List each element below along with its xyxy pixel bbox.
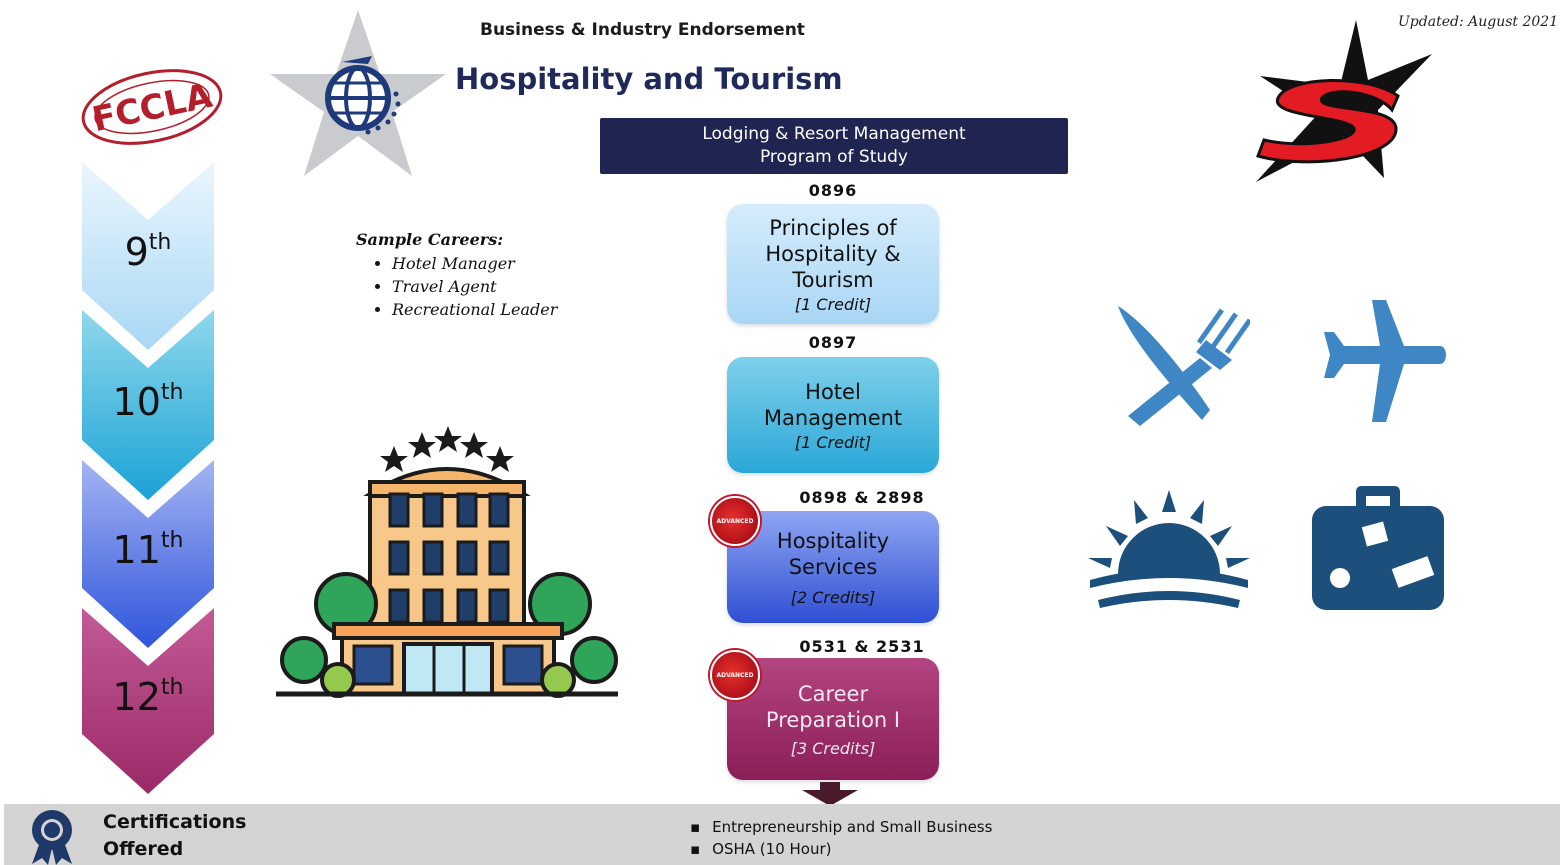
sunrise-icon xyxy=(1088,490,1250,608)
grade-12-label: 12th xyxy=(112,675,184,719)
grade-9-label: 9th xyxy=(124,230,172,274)
ribbon-award-icon xyxy=(32,810,72,865)
certifications-title-line: Certifications xyxy=(103,811,247,833)
course-career-preparation: Career Preparation I [3 Credits] xyxy=(727,658,939,780)
course-code: 0898 & 2898 xyxy=(799,488,925,507)
course-hotel-management: Hotel Management [1 Credit] xyxy=(727,357,939,473)
career-item: Hotel Manager xyxy=(392,252,557,275)
certification-item: OSHA (10 Hour) xyxy=(690,838,992,860)
dining-icon xyxy=(1118,306,1250,426)
course-credit: [1 Credit] xyxy=(794,294,872,314)
updated-date: Updated: August 2021 xyxy=(1398,14,1559,30)
careers-heading: Sample Careers: xyxy=(356,230,504,249)
course-name-line: Hotel xyxy=(805,379,861,404)
advanced-badge: ADVANCED xyxy=(710,650,760,700)
certifications-title: Certifications Offered xyxy=(103,809,246,863)
course-credit: [2 Credits] xyxy=(790,587,876,607)
suitcase-icon xyxy=(1312,486,1444,610)
course-principles-hospitality: Principles of Hospitality & Tourism [1 C… xyxy=(727,204,939,324)
school-s-logo xyxy=(1248,18,1434,184)
program-banner: Lodging & Resort Management Program of S… xyxy=(600,118,1068,174)
course-name-line: Services xyxy=(788,554,878,579)
course-credit: [1 Credit] xyxy=(794,432,872,452)
sample-careers: Sample Careers: Hotel Manager Travel Age… xyxy=(356,230,557,321)
page-title: Hospitality and Tourism xyxy=(455,62,843,96)
program-subtitle: Program of Study xyxy=(759,147,908,167)
course-name-line: Hospitality xyxy=(776,528,890,553)
grade-11-arrow xyxy=(82,460,214,648)
career-item: Travel Agent xyxy=(392,275,557,298)
grade-12-arrow xyxy=(82,608,214,794)
globe-star-logo xyxy=(268,8,448,178)
grade-10-arrow xyxy=(82,310,214,500)
course-hospitality-services: Hospitality Services [2 Credits] xyxy=(727,511,939,623)
grade-arrows xyxy=(82,162,214,794)
course-code: 0897 xyxy=(808,333,858,352)
certifications-list: Entrepreneurship and Small Business OSHA… xyxy=(690,816,992,860)
certifications-title-line: Offered xyxy=(103,838,184,860)
course-name-line: Preparation I xyxy=(765,707,901,732)
airplane-icon xyxy=(1324,300,1446,422)
course-name-line: Career xyxy=(797,681,869,706)
course-name-line: Principles of xyxy=(769,215,897,240)
career-item: Recreational Leader xyxy=(392,298,557,321)
grade-10-label: 10th xyxy=(112,380,184,424)
grade-9-arrow xyxy=(82,162,214,350)
course-name-line: Hospitality & xyxy=(765,241,901,266)
program-name: Lodging & Resort Management xyxy=(702,124,966,144)
endorsement-label: Business & Industry Endorsement xyxy=(480,20,805,40)
down-arrow-icon xyxy=(802,782,858,806)
course-code: 0531 & 2531 xyxy=(799,637,925,656)
grade-11-label: 11th xyxy=(112,528,184,572)
course-credit: [3 Credits] xyxy=(790,738,876,758)
hotel-illustration xyxy=(276,426,618,698)
certification-item: Entrepreneurship and Small Business xyxy=(690,816,992,838)
course-name-line: Tourism xyxy=(792,267,874,292)
course-name-line: Management xyxy=(763,405,903,430)
fccla-logo: FCCLA xyxy=(78,62,226,152)
advanced-badge: ADVANCED xyxy=(710,496,760,546)
course-code: 0896 xyxy=(808,181,858,200)
